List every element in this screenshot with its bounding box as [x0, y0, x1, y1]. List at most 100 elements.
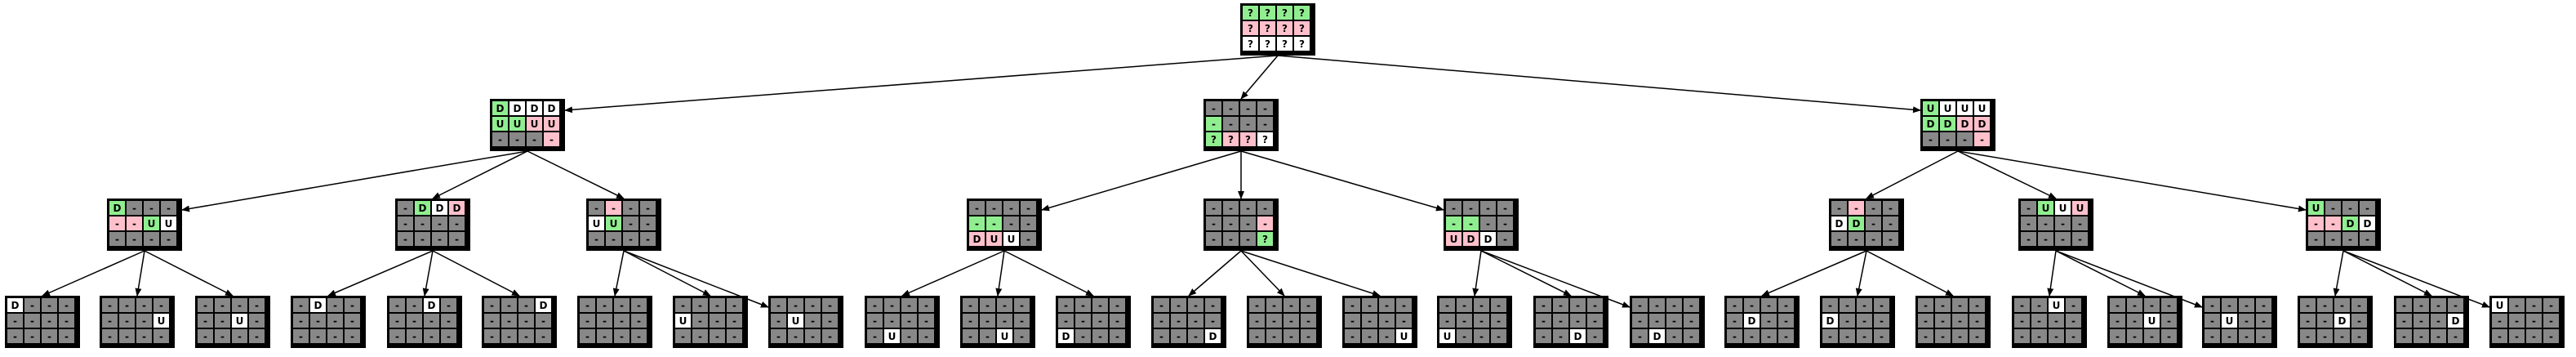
grid-cell: - — [397, 216, 414, 231]
cell-symbol: - — [2419, 299, 2423, 311]
cell-symbol: - — [1289, 315, 1293, 327]
cell-symbol: - — [1880, 299, 1884, 311]
grid-cell: - — [821, 313, 839, 328]
grid-cell: - — [423, 328, 440, 344]
grid-cell: - — [622, 216, 639, 231]
grid-cell: ? — [1257, 231, 1274, 247]
grid-cell: - — [431, 216, 448, 231]
state-grid-a2a: -D---------- — [291, 296, 366, 348]
cell-symbol: - — [1576, 299, 1580, 311]
cell-symbol: ? — [1282, 38, 1288, 50]
cell-symbol: - — [924, 299, 928, 311]
grid-cell: U — [1445, 231, 1462, 247]
cell-symbol: - — [490, 315, 494, 327]
grid-cell: - — [1497, 231, 1514, 247]
grid-cell: - — [1951, 313, 1969, 328]
grid-cell: - — [344, 297, 361, 313]
grid-cell: - — [1153, 313, 1170, 328]
cell-symbol: - — [603, 330, 607, 342]
cell-symbol: - — [1462, 315, 1466, 327]
cell-symbol: U — [2311, 202, 2320, 214]
cell-symbol: - — [2498, 330, 2502, 342]
grid-cell: - — [483, 328, 501, 344]
grid-cell: - — [866, 328, 883, 344]
grid-cell: - — [866, 297, 883, 313]
grid-cell: - — [2325, 216, 2342, 231]
edge-b1-b1b — [995, 250, 1005, 297]
grid-cell: D — [423, 297, 440, 313]
grid-cell: - — [1057, 313, 1074, 328]
grid-cell: - — [126, 200, 143, 216]
grid-cell: U — [1956, 100, 1973, 116]
grid-cell: - — [2307, 216, 2325, 231]
cell-symbol: - — [1750, 299, 1754, 311]
grid-cell: - — [1848, 200, 1865, 216]
state-grid-a1a: D----------- — [5, 296, 80, 348]
cell-symbol: - — [2020, 299, 2024, 311]
grid-cell: - — [1951, 328, 1969, 344]
cell-symbol: - — [2054, 315, 2058, 327]
grid-cell: - — [1882, 231, 1899, 247]
cell-symbol: - — [1081, 330, 1085, 342]
edge-b2-b2a — [1188, 250, 1242, 297]
grid-cell: U — [1395, 328, 1413, 344]
cell-symbol: - — [811, 299, 815, 311]
cell-symbol: - — [2348, 233, 2352, 245]
grid-cell: - — [613, 297, 630, 313]
cell-symbol: - — [2227, 330, 2231, 342]
cell-symbol: - — [1272, 315, 1276, 327]
cell-symbol: - — [507, 330, 511, 342]
cell-symbol: ? — [1282, 7, 1288, 19]
edge-root-b — [1240, 55, 1279, 100]
cell-symbol: - — [447, 315, 451, 327]
grid-cell: - — [787, 297, 804, 313]
grid-cell: ? — [1259, 36, 1276, 51]
grid-cell: - — [1109, 313, 1126, 328]
grid-cell: - — [1020, 216, 1037, 231]
cell-symbol: - — [1306, 315, 1310, 327]
grid-cell: U — [492, 116, 509, 132]
edge-c3-c3a — [2333, 250, 2344, 297]
cell-symbol: - — [1115, 330, 1119, 342]
cell-symbol: U — [2225, 315, 2234, 327]
grid-cell: - — [1882, 216, 1899, 231]
grid-cell: U — [2037, 200, 2054, 216]
cell-symbol: - — [890, 315, 894, 327]
cell-symbol: - — [167, 233, 171, 245]
grid-cell: - — [248, 297, 265, 313]
cell-symbol: - — [1194, 299, 1198, 311]
cell-symbol: - — [1469, 217, 1473, 230]
grid-cell: - — [1743, 297, 1760, 313]
grid-cell: - — [2325, 231, 2342, 247]
grid-cell: - — [2316, 328, 2334, 344]
edge-b3-b3a — [1472, 250, 1482, 297]
cell-symbol: - — [2078, 233, 2082, 245]
grid-cell: - — [985, 200, 1003, 216]
cell-symbol: U — [990, 233, 999, 245]
grid-cell: - — [2396, 313, 2413, 328]
cell-symbol: - — [1246, 118, 1250, 130]
grid-cell: - — [1473, 313, 1490, 328]
cell-symbol: - — [985, 315, 990, 327]
grid-cell: ? — [1293, 5, 1310, 20]
cell-symbol: - — [2532, 330, 2536, 342]
cell-symbol: - — [2037, 299, 2041, 311]
grid-cell: - — [1631, 297, 1648, 313]
cell-symbol: - — [1638, 315, 1642, 327]
cell-symbol: - — [1880, 315, 1884, 327]
grid-cell: - — [1239, 200, 1257, 216]
grid-cell: - — [1760, 328, 1777, 344]
cell-symbol: ? — [1262, 233, 1268, 245]
edge-a3-a3a — [612, 250, 625, 297]
edge-a3-a3b — [623, 250, 711, 297]
cell-symbol: - — [1368, 315, 1372, 327]
grid-cell: D — [1479, 231, 1497, 247]
cell-symbol: U — [547, 118, 556, 130]
edge-b3-b3b — [1480, 250, 1572, 297]
cell-symbol: - — [1767, 299, 1771, 311]
grid-cell: - — [770, 313, 787, 328]
cell-symbol: - — [2436, 330, 2440, 342]
grid-cell: - — [160, 200, 177, 216]
grid-cell: - — [883, 297, 901, 313]
grid-cell: - — [2413, 328, 2430, 344]
